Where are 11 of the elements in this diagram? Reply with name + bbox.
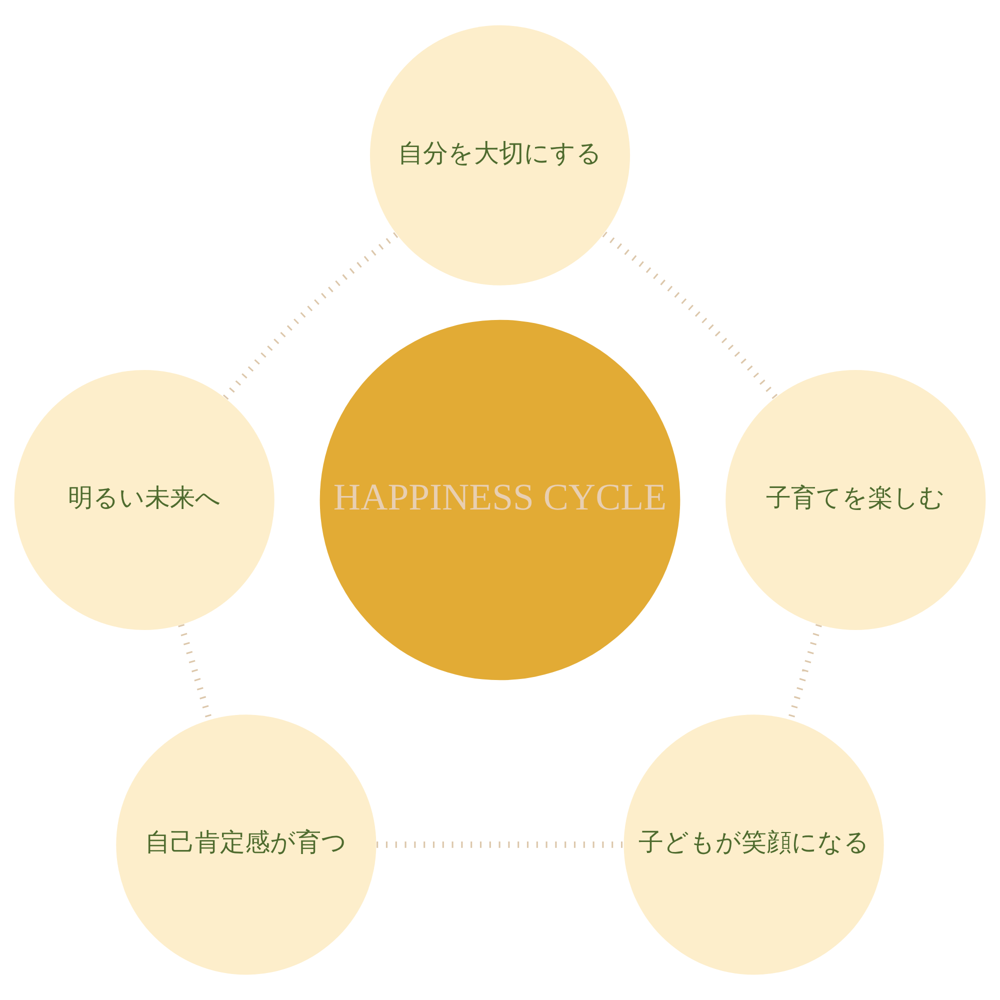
connector bbox=[376, 842, 624, 848]
node-circle: 明るい未来へ bbox=[14, 370, 274, 630]
node-circle: 子どもが笑顔になる bbox=[624, 714, 884, 975]
connector bbox=[222, 232, 398, 400]
node-circle: 自己肯定感が育つ bbox=[116, 714, 376, 975]
node-circle: 子育てを楽しむ bbox=[726, 370, 986, 630]
connector bbox=[178, 624, 212, 720]
node-circle: 自分を大切にする bbox=[370, 25, 630, 286]
connector bbox=[788, 624, 822, 720]
node-circle: HAPPINESS CYCLE bbox=[320, 320, 680, 680]
connector bbox=[602, 232, 778, 400]
